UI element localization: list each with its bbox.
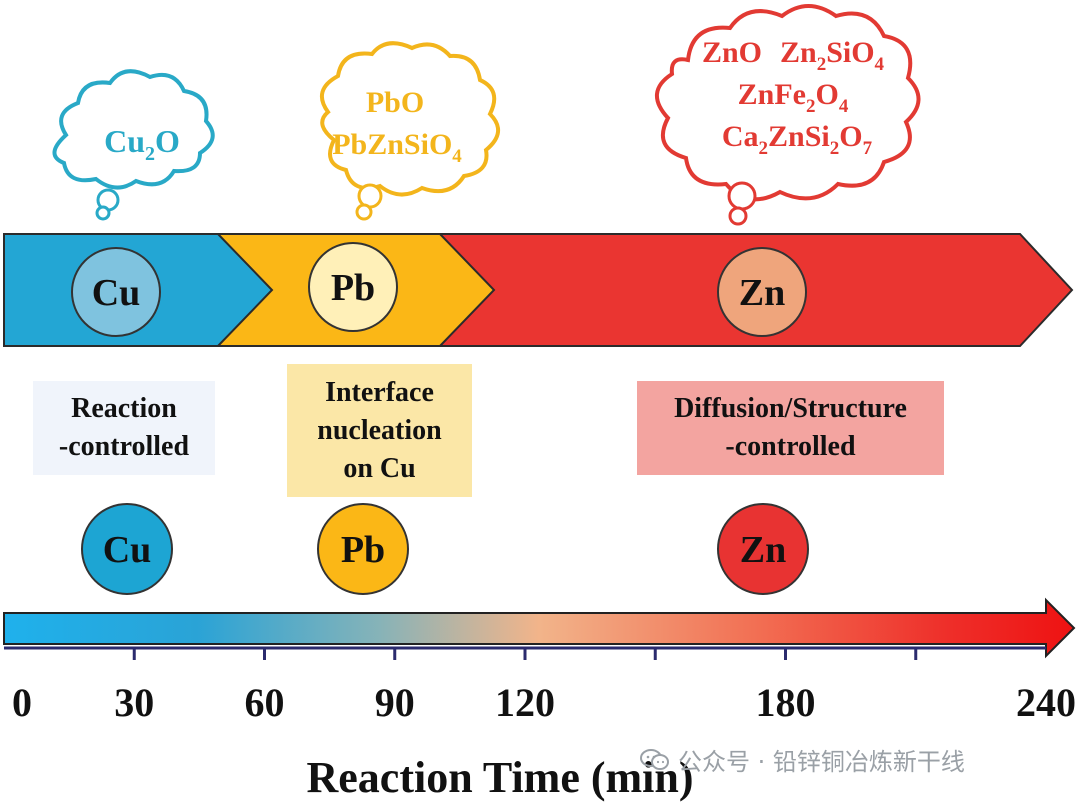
axis-tick-label: 0 xyxy=(12,680,32,725)
axis-ticks xyxy=(132,648,918,660)
axis-tick-labels: 0 30 60 90 120 180 240 xyxy=(12,680,1076,725)
marker-zn-circle xyxy=(717,503,809,595)
mechanism-diffusion-line2: -controlled xyxy=(725,431,856,462)
cloud-pbo-line2: PbZnSiO4 xyxy=(332,128,462,167)
axis-tick-label: 180 xyxy=(756,680,816,725)
stage-zn-label: Zn xyxy=(739,272,785,314)
stage-cu-circle xyxy=(71,247,161,337)
axis-tick-label: 90 xyxy=(375,680,415,725)
mechanism-interface-line1: Interface xyxy=(325,376,434,408)
marker-pb-label: Pb xyxy=(341,529,385,571)
stage-zn-circle xyxy=(717,247,807,337)
mechanism-reaction-line2: -controlled xyxy=(58,431,190,462)
axis-tick-label: 240 xyxy=(1016,680,1076,725)
stage-pb-label: Pb xyxy=(331,267,375,309)
marker-zn-label: Zn xyxy=(740,529,786,571)
axis-tick-label: 120 xyxy=(495,680,555,725)
stage-cu-label: Cu xyxy=(92,272,141,314)
cloud-pbo: PbO PbZnSiO4 xyxy=(319,41,500,221)
marker-pb-circle xyxy=(317,503,409,595)
cloud-zno-line2: ZnFe2O4 xyxy=(738,78,849,117)
axis-tick-label: 60 xyxy=(245,680,285,725)
watermark-text: 公众号 · 铅锌铜冶炼新干线 xyxy=(678,748,965,776)
watermark: 公众号 · 铅锌铜冶炼新干线 xyxy=(640,742,965,777)
stage-pb-circle xyxy=(308,242,398,332)
time-arrow xyxy=(3,597,1076,659)
mechanism-diffusion-line1: Diffusion/Structure xyxy=(674,393,907,424)
axis-tick-label: 30 xyxy=(114,680,154,725)
stage-band: Cu Pb Zn xyxy=(3,233,1074,347)
axis-title: Reaction Time (min) xyxy=(306,753,694,802)
element-markers: Cu Pb Zn xyxy=(81,503,809,595)
marker-cu-label: Cu xyxy=(103,529,152,571)
mechanism-interface-line3: on Cu xyxy=(343,452,416,484)
marker-cu-circle xyxy=(81,503,173,595)
mechanism-box-diffusion: Diffusion/Structure -controlled xyxy=(637,381,944,475)
wechat-icon xyxy=(640,748,670,771)
cloud-zno-line3: Ca2ZnSi2O7 xyxy=(722,120,873,159)
cloud-cu2o-text: Cu2O xyxy=(104,123,180,165)
mechanism-interface-line2: nucleation xyxy=(317,414,442,446)
time-axis: 0 30 60 90 120 180 240 xyxy=(3,597,1076,725)
mechanism-reaction-line1: Reaction xyxy=(71,393,177,424)
cloud-cu2o: Cu2O xyxy=(52,69,215,221)
mechanism-box-reaction: Reaction -controlled xyxy=(33,381,215,475)
mechanism-box-interface: Interface nucleation on Cu xyxy=(287,364,472,497)
cloud-pbo-line1: PbO xyxy=(366,86,424,119)
